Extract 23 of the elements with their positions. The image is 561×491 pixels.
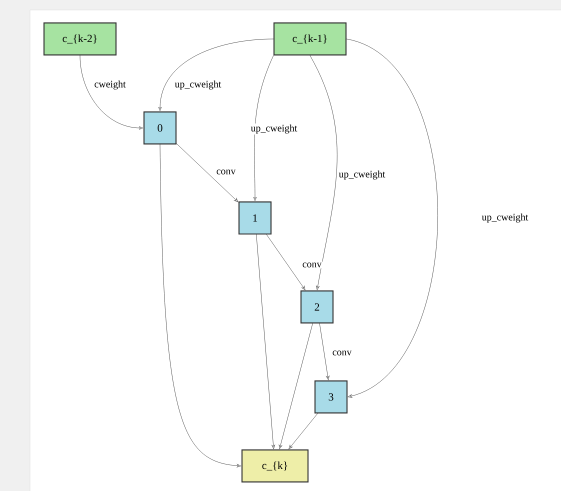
graph-node: 1	[238, 201, 272, 235]
arrow	[160, 144, 242, 468]
graph-node: 3	[314, 380, 348, 414]
arrow	[256, 234, 275, 450]
graph-node: c_{k}	[241, 449, 309, 483]
arrow	[253, 55, 274, 202]
graph-node: c_{k-1}	[273, 22, 347, 56]
arrow	[278, 323, 313, 450]
arrow	[80, 55, 144, 130]
edge-label: cweight	[93, 79, 127, 91]
arrow	[176, 143, 238, 202]
edge-label: conv	[301, 262, 323, 268]
edge-label: conv	[215, 168, 237, 176]
graph-node: 2	[300, 290, 334, 324]
arrow	[158, 38, 274, 112]
arrow	[346, 38, 438, 398]
graph-node: c_{k-2}	[43, 22, 117, 56]
arrow	[319, 323, 330, 380]
arrow	[288, 413, 318, 450]
arrow	[310, 55, 338, 290]
graph-node: 0	[143, 111, 177, 145]
arrow	[266, 234, 306, 290]
edge-label: conv	[331, 350, 353, 356]
